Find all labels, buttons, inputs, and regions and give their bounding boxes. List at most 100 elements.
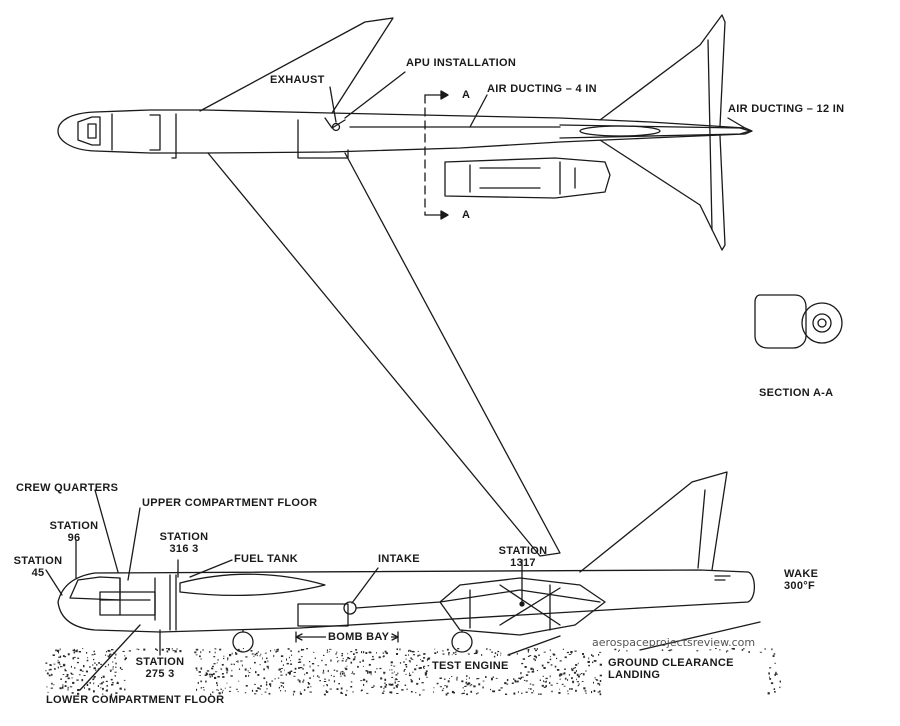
ground-speck [136, 648, 139, 650]
ground-speck [231, 669, 233, 672]
ground-speck [578, 683, 580, 686]
ground-speck [566, 651, 569, 654]
label-apu-installation: APU INSTALLATION [406, 57, 517, 69]
ground-speck [489, 649, 491, 651]
ground-speck [416, 664, 418, 666]
ground-speck [288, 656, 290, 659]
ground-speck [290, 670, 293, 672]
ground-speck [62, 684, 64, 686]
ground-speck [67, 653, 70, 656]
ground-speck [493, 655, 496, 658]
ground-speck [329, 688, 332, 690]
ground-speck [381, 692, 385, 694]
ground-speck [115, 666, 117, 668]
ground-speck [538, 693, 540, 695]
label-intake: INTAKE [378, 553, 420, 565]
ground-speck [98, 662, 100, 664]
ground-speck [770, 682, 774, 685]
ground-speck [326, 691, 329, 693]
label-section-a-bottom: A [462, 209, 471, 221]
ground-speck [300, 667, 303, 669]
ground-speck [549, 658, 552, 661]
plan-stabilizer-upper [599, 14, 726, 127]
ground-speck [71, 677, 73, 679]
ground-speck [573, 667, 575, 669]
ground-speck [280, 670, 282, 673]
ground-speck [221, 668, 223, 670]
ground-speck [302, 680, 304, 683]
ground-speck [550, 664, 553, 666]
ground-speck [328, 651, 330, 653]
ground-speck [772, 655, 775, 657]
ground-speck [585, 692, 587, 694]
ground-speck [365, 652, 368, 654]
ground-speck [338, 683, 340, 685]
ground-speck [564, 656, 567, 659]
ground-speck [559, 688, 560, 690]
ground-speck [526, 648, 527, 650]
ground-speck [94, 662, 96, 664]
ground-speck [582, 673, 585, 676]
ground-speck [390, 691, 393, 694]
ground-speck [477, 678, 480, 680]
ground-speck [582, 653, 584, 655]
ground-speck [599, 674, 602, 677]
ground-speck [69, 686, 73, 688]
ground-speck [421, 682, 424, 684]
ground-speck [514, 679, 516, 682]
ground-speck [581, 673, 583, 674]
ground-speck [303, 664, 305, 667]
ground-speck [216, 689, 218, 691]
ground-speck [354, 656, 356, 659]
ground-speck [397, 681, 400, 682]
ground-speck [594, 677, 596, 679]
ground-speck [531, 692, 534, 694]
ground-speck [212, 691, 214, 693]
ground-speck [323, 685, 325, 687]
ground-speck [551, 690, 553, 693]
ground-speck [64, 680, 67, 683]
ground-speck [107, 663, 109, 666]
ground-speck [461, 680, 464, 683]
ground-speck [217, 676, 220, 678]
ground-speck [391, 676, 394, 678]
ground-speck [408, 650, 410, 652]
leader-duct4 [469, 94, 488, 128]
ground-speck [300, 648, 303, 651]
ground-speck [310, 686, 312, 688]
ground-speck [367, 672, 369, 674]
ground-speck [214, 671, 218, 673]
ground-speck [419, 693, 421, 696]
ground-speck [326, 684, 328, 686]
ground-speck [199, 655, 201, 658]
ground-speck [350, 686, 353, 688]
ground-speck [359, 661, 361, 663]
ground-speck [423, 666, 424, 668]
ground-speck [112, 666, 114, 668]
ground-speck [221, 691, 223, 694]
ground-speck [94, 653, 96, 655]
ground-speck [86, 659, 89, 662]
ground-speck [222, 676, 225, 678]
ground-speck [353, 658, 356, 661]
ground-speck [71, 672, 73, 675]
ground-speck [498, 689, 501, 691]
ground-speck [124, 655, 126, 657]
ground-speck [254, 653, 257, 656]
ground-speck [264, 652, 267, 654]
ground-speck [443, 678, 446, 680]
side-fuel-tank [179, 573, 326, 596]
ground-speck [399, 648, 401, 651]
ground-speck [240, 660, 243, 662]
ground-speck [352, 671, 354, 673]
ground-speck [365, 680, 368, 683]
ground-speck [492, 690, 495, 693]
ground-speck [340, 675, 342, 677]
ground-speck [529, 683, 532, 685]
ground-speck [336, 656, 338, 658]
ground-speck [106, 689, 108, 692]
ground-speck [456, 676, 458, 679]
ground-speck [59, 687, 62, 690]
ground-speck [599, 680, 602, 682]
ground-speck [289, 673, 291, 675]
